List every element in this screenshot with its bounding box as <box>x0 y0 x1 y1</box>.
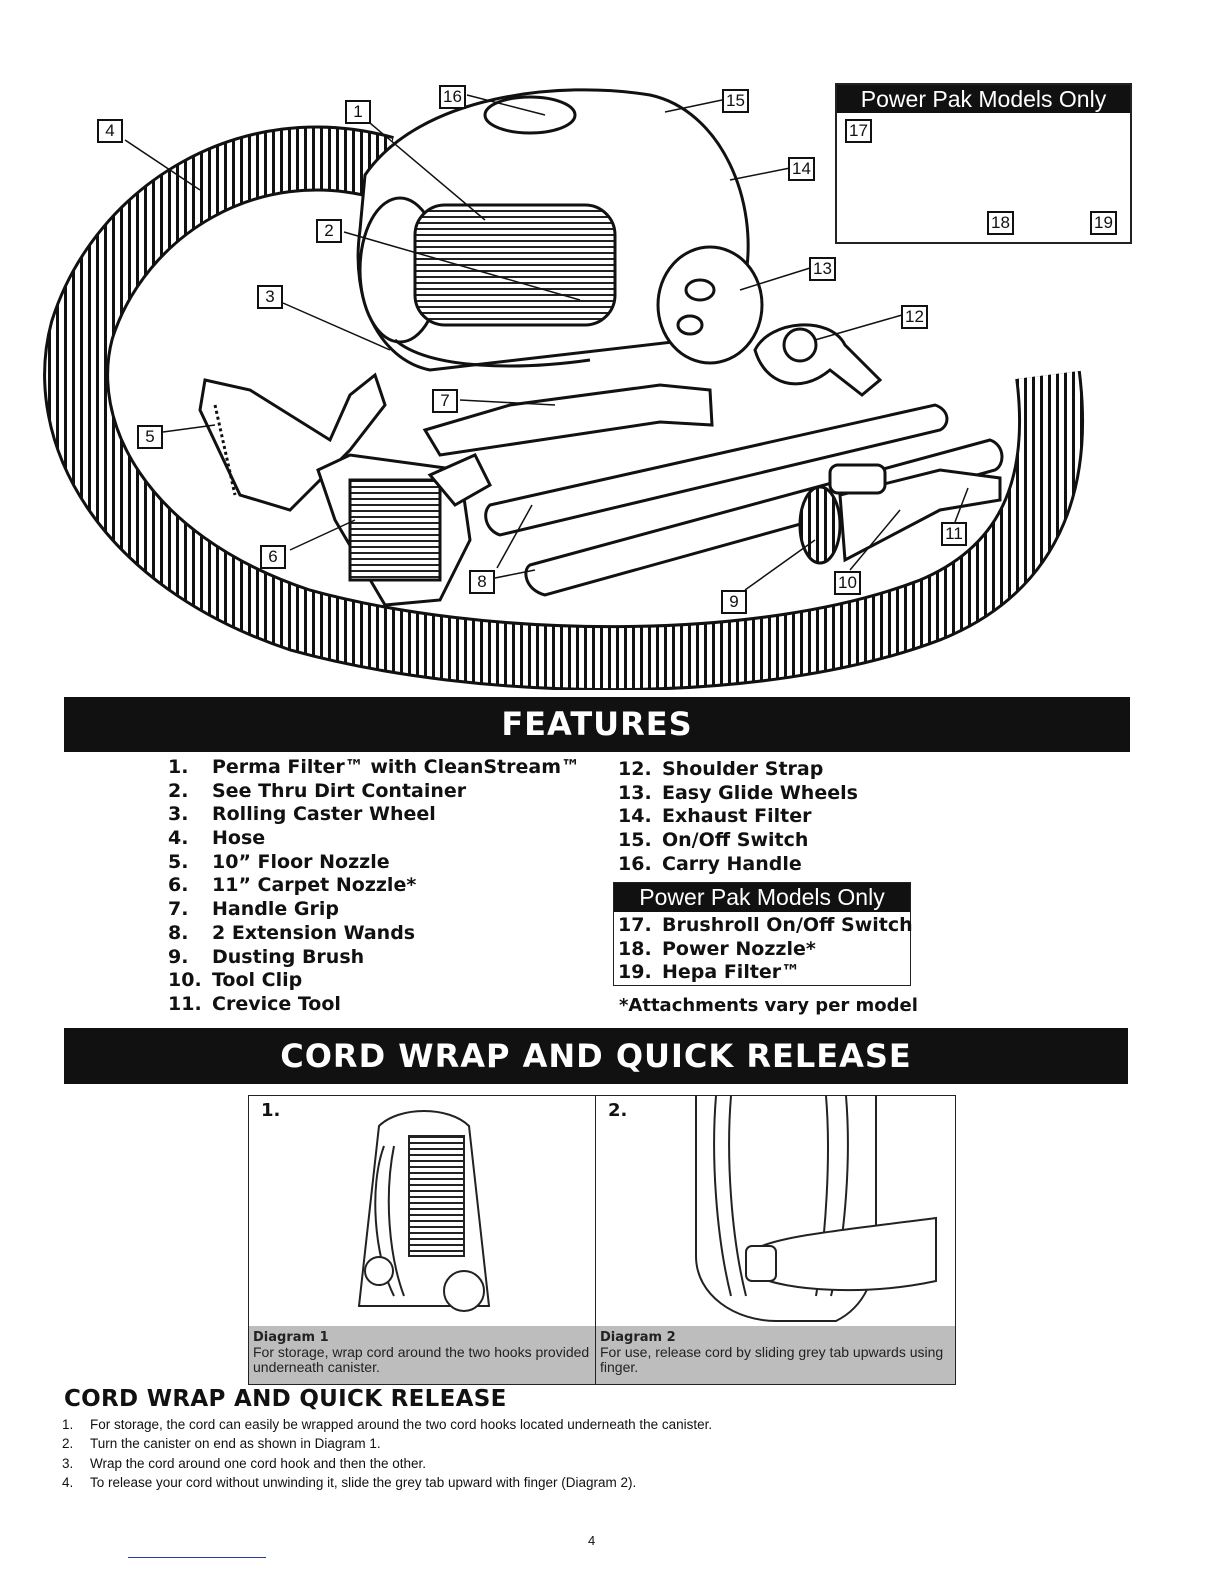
list-item: 5.10” Floor Nozzle <box>168 850 390 873</box>
carpet-nozzle-shape <box>316 453 492 607</box>
attachments-note: *Attachments vary per model <box>619 995 918 1016</box>
handle-grip-shape <box>422 383 714 457</box>
callout-label-11: 11 <box>941 522 967 546</box>
callout-label-14: 14 <box>788 157 815 181</box>
floor-nozzle-shape <box>198 372 387 512</box>
callout-label-2: 2 <box>316 219 342 243</box>
diagram-2-number: 2. <box>608 1100 628 1121</box>
diagram-1-caption: Diagram 1 For storage, wrap cord around … <box>249 1326 595 1384</box>
diagram-2-panel: 2. Diagram 2 For use, release cord by sl… <box>596 1096 955 1384</box>
list-item: 1.For storage, the cord can easily be wr… <box>62 1417 713 1432</box>
callout-label-1: 1 <box>345 100 371 124</box>
features-list-right: 12.Shoulder Strap 13.Easy Glide Wheels 1… <box>618 758 858 876</box>
inset-title: Power Pak Models Only <box>837 85 1130 113</box>
list-item: 4.Hose <box>168 827 266 850</box>
shoulder-strap-shape <box>753 323 883 397</box>
list-item: 19.Hepa Filter™ <box>618 961 801 984</box>
list-item: 11.Crevice Tool <box>168 992 341 1015</box>
list-item: 6.11” Carpet Nozzle* <box>168 874 417 897</box>
page-number: 4 <box>588 1533 596 1548</box>
diagram-1-number: 1. <box>261 1100 281 1121</box>
list-item: 10.Tool Clip <box>168 969 303 992</box>
list-item: 4.To release your cord without unwinding… <box>62 1474 637 1490</box>
list-item: 2.See Thru Dirt Container <box>168 779 467 802</box>
callout-label-7: 7 <box>432 389 458 413</box>
list-item: 2.Turn the canister on end as shown in D… <box>62 1436 381 1452</box>
callout-label-18: 18 <box>987 211 1014 235</box>
power-pak-inset: Power Pak Models Only 17 18 19 <box>835 83 1132 244</box>
list-item: 18.Power Nozzle* <box>618 937 816 960</box>
list-item: 15.On/Off Switch <box>618 829 809 852</box>
list-item: 1.Perma Filter™ with CleanStream™ <box>168 756 580 778</box>
cord-wrap-diagrams: 1. Diagram 1 For storage, wrap cord arou… <box>248 1095 956 1385</box>
callout-label-5: 5 <box>137 425 163 449</box>
callout-label-12: 12 <box>901 305 928 329</box>
list-item: 8.2 Extension Wands <box>168 921 416 944</box>
canister-body-shape <box>356 88 764 372</box>
cord-wrap-heading: CORD WRAP AND QUICK RELEASE <box>64 1386 507 1412</box>
features-list-left: 1.Perma Filter™ with CleanStream™ 2.See … <box>168 756 580 1017</box>
list-item: 3.Wrap the cord around one cord hook and… <box>62 1455 426 1471</box>
list-item: 16.Carry Handle <box>618 852 802 875</box>
callout-label-4: 4 <box>97 119 123 143</box>
callout-label-16: 16 <box>439 85 466 109</box>
callout-label-8: 8 <box>469 570 495 594</box>
diagram-2-caption: Diagram 2 For use, release cord by slidi… <box>596 1326 955 1384</box>
list-item: 14.Exhaust Filter <box>618 805 812 828</box>
callout-label-10: 10 <box>834 571 861 595</box>
power-pak-features-box: Power Pak Models Only 17.Brushroll On/Of… <box>613 882 913 986</box>
callout-label-17: 17 <box>845 119 872 143</box>
power-pak-title: Power Pak Models Only <box>614 883 910 912</box>
footer-rule <box>128 1557 266 1558</box>
callout-label-15: 15 <box>722 89 749 113</box>
cord-release-drawing <box>695 1096 937 1322</box>
power-pak-list: 17.Brushroll On/Off Switch 18.Power Nozz… <box>618 914 913 985</box>
callout-label-13: 13 <box>809 257 836 281</box>
features-banner: FEATURES <box>64 697 1130 752</box>
list-item: 9.Dusting Brush <box>168 945 365 968</box>
upright-canister-drawing <box>357 1110 491 1312</box>
dusting-brush-shape <box>798 463 1002 565</box>
list-item: 12.Shoulder Strap <box>618 758 824 780</box>
cord-wrap-banner: CORD WRAP AND QUICK RELEASE <box>64 1028 1128 1084</box>
list-item: 13.Easy Glide Wheels <box>618 781 858 804</box>
callout-label-19: 19 <box>1090 211 1117 235</box>
list-item: 17.Brushroll On/Off Switch <box>618 914 913 936</box>
cord-wrap-steps: 1.For storage, the cord can easily be wr… <box>62 1415 712 1492</box>
list-item: 7.Handle Grip <box>168 898 339 921</box>
callout-label-9: 9 <box>721 590 747 614</box>
callout-label-6: 6 <box>260 545 286 569</box>
callout-label-3: 3 <box>257 285 283 309</box>
diagram-1-panel: 1. Diagram 1 For storage, wrap cord arou… <box>249 1096 596 1384</box>
list-item: 3.Rolling Caster Wheel <box>168 803 436 826</box>
callout-leader-lines <box>124 94 969 591</box>
